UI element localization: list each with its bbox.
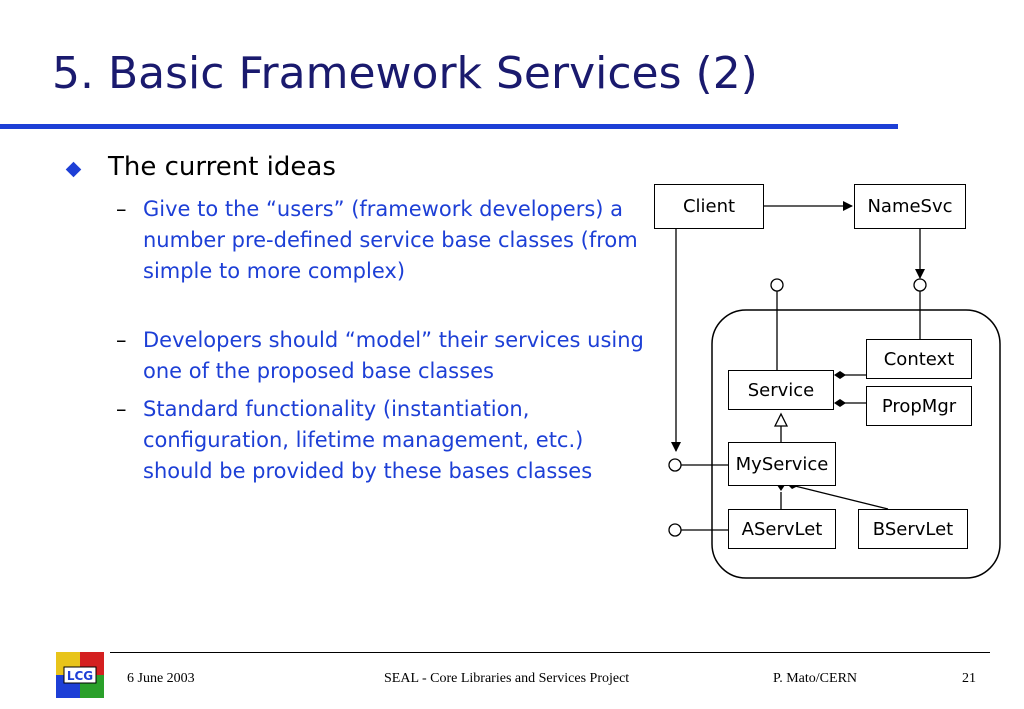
aservlet-interface-icon xyxy=(668,523,682,537)
inheritance-triangle-icon xyxy=(773,412,789,427)
page-number: 21 xyxy=(962,671,976,686)
bullet-label: The current ideas xyxy=(108,152,336,182)
myservice-bservlet-link xyxy=(794,485,889,510)
context-interface-icon xyxy=(913,278,927,292)
context-box: Context xyxy=(866,339,972,379)
client-box: Client xyxy=(654,184,764,229)
footer-author: P. Mato/CERN xyxy=(773,671,858,686)
composition-diamond-icon xyxy=(834,399,846,407)
lcg-logo: LCG xyxy=(56,652,104,698)
slide-title: 5. Basic Framework Services (2) xyxy=(52,48,758,99)
myservice-interface-icon xyxy=(668,458,682,472)
footer-project: SEAL - Core Libraries and Services Proje… xyxy=(384,671,630,686)
dash-marker: – xyxy=(116,397,127,421)
namesvc-box: NameSvc xyxy=(854,184,966,229)
sub-bullet-text: Standard functionality (instantiation, c… xyxy=(143,397,593,483)
service-box: Service xyxy=(728,370,834,410)
composition-diamond-icon xyxy=(834,371,846,379)
myservice-box: MyService xyxy=(728,442,836,486)
component-container xyxy=(711,309,1001,579)
bservlet-box: BServLet xyxy=(858,509,968,549)
sub-bullet-text: Give to the “users” (framework developer… xyxy=(143,197,638,283)
footer-date: 6 June 2003 xyxy=(127,671,195,686)
service-interface-icon xyxy=(770,278,784,292)
propmgr-box: PropMgr xyxy=(866,386,972,426)
logo-text: LCG xyxy=(67,669,93,683)
footer-divider xyxy=(110,652,990,653)
title-divider xyxy=(0,124,898,129)
aservlet-box: AServLet xyxy=(728,509,836,549)
dash-marker: – xyxy=(116,328,127,352)
dash-marker: – xyxy=(116,197,127,221)
sub-bullet-text: Developers should “model” their services… xyxy=(143,328,644,383)
